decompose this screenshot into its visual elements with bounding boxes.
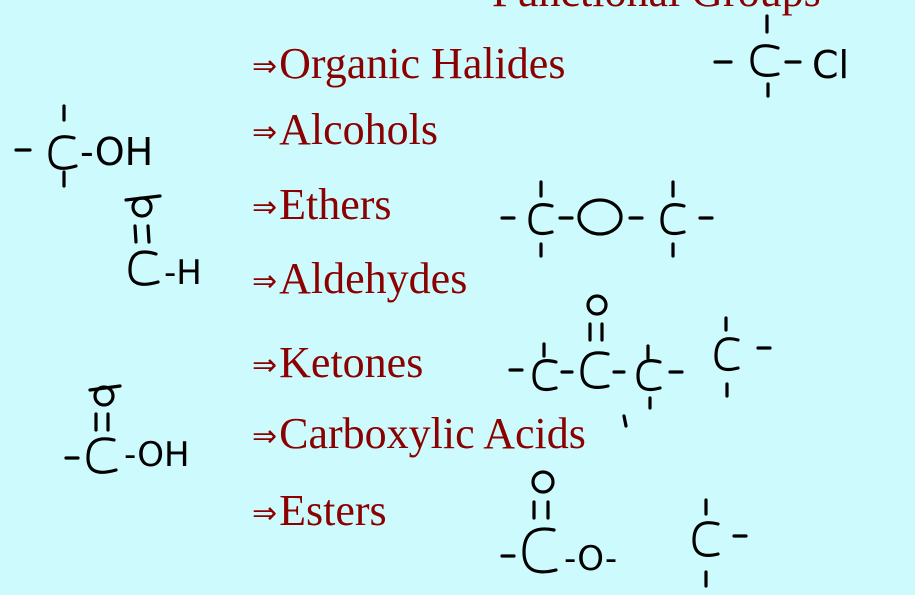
list-item-label: Ethers (279, 180, 392, 229)
implies-arrow-icon: ⇒ (252, 115, 278, 150)
pen-stray-mark (622, 414, 628, 428)
ester-oxygen-label: -O- (564, 539, 617, 579)
aldehyde-h-label: -H (164, 253, 202, 293)
halide-structure-sketch: Cl (713, 14, 849, 98)
list-item-label: Organic Halides (279, 39, 566, 88)
slide-title-fragment: Functional Groups (492, 0, 821, 17)
implies-arrow-icon: ⇒ (252, 190, 278, 225)
alcohol-structure-sketch: -OH (14, 104, 153, 188)
carboxylic-acid-structure-sketch: -OH (64, 384, 190, 475)
ether-structure-sketch (500, 180, 714, 258)
acid-group-label: -OH (124, 435, 190, 475)
implies-arrow-icon: ⇒ (252, 496, 278, 531)
list-item-label: Esters (279, 486, 387, 535)
list-item-label: Alcohols (279, 105, 439, 154)
list-item-ethers: ⇒Ethers (252, 181, 392, 232)
implies-arrow-icon: ⇒ (252, 419, 278, 454)
list-item-esters: ⇒Esters (252, 487, 387, 538)
alcohol-group-label: -OH (80, 130, 153, 174)
list-item-label: Ketones (279, 338, 424, 387)
list-item-label: Carboxylic Acids (279, 409, 586, 458)
list-item-ketones: ⇒Ketones (252, 339, 423, 390)
halide-atom-label: Cl (812, 43, 849, 87)
list-item-organic-halides: ⇒Organic Halides (252, 40, 565, 91)
ester-structure-sketch: -O- (500, 470, 748, 588)
implies-arrow-icon: ⇒ (252, 348, 278, 383)
list-item-alcohols: ⇒Alcohols (252, 106, 438, 157)
implies-arrow-icon: ⇒ (252, 49, 278, 84)
aldehyde-structure-sketch: -H (124, 194, 202, 293)
implies-arrow-icon: ⇒ (252, 264, 278, 299)
list-item-aldehydes: ⇒Aldehydes (252, 255, 467, 306)
list-item-label: Aldehydes (279, 254, 468, 303)
ketone-structure-sketch (508, 294, 772, 410)
list-item-carboxylic-acids: ⇒Carboxylic Acids (252, 410, 586, 461)
